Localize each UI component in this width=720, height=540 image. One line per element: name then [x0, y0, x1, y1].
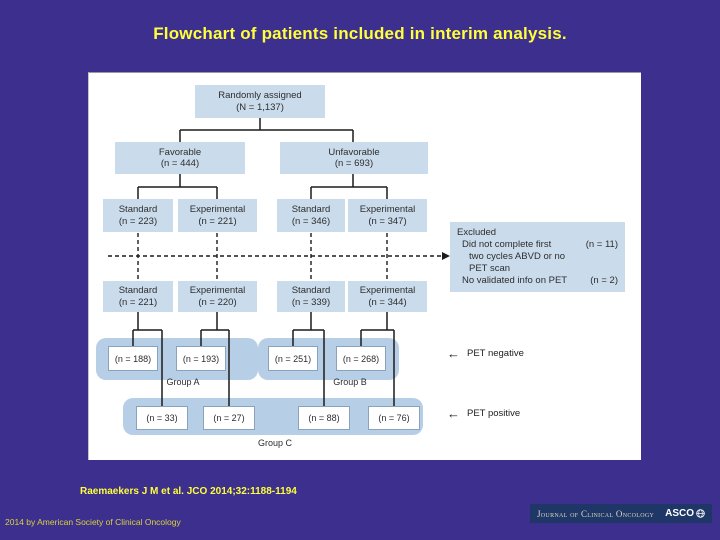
node-count: (n = 339)	[291, 296, 331, 308]
node-favorable: Favorable (n = 444)	[115, 142, 245, 174]
node-fav-standard: Standard (n = 223)	[103, 199, 173, 232]
excluded-reason2: No validated info on PET	[462, 275, 568, 286]
count-value: (n = 33)	[146, 413, 178, 423]
node-label: Experimental	[189, 285, 246, 296]
pet-positive-count-box: (n = 33)	[136, 406, 188, 430]
node-label: Unfavorable	[328, 146, 380, 158]
pet-negative-count-box: (n = 251)	[268, 346, 318, 371]
node-label: Randomly assigned	[218, 90, 302, 101]
excluded-reason2-count: (n = 2)	[590, 275, 618, 286]
copyright-text: 2014 by American Society of Clinical Onc…	[5, 517, 181, 527]
node-label: Experimental	[189, 204, 246, 215]
node-unfav-experimental: Experimental (n = 347)	[348, 199, 427, 232]
pet-negative-annotation: ← PET negative	[447, 345, 524, 361]
node-label: Standard	[291, 285, 331, 296]
asco-label: ASCO	[665, 508, 694, 519]
asco-globe-icon	[696, 509, 705, 518]
excluded-reason1: Did not complete first	[462, 239, 552, 250]
node-label: Experimental	[359, 204, 416, 215]
pet-negative-label: PET negative	[467, 348, 524, 359]
journal-logo-bar: Journal of Clinical Oncology ASCO	[530, 504, 712, 523]
count-value: (n = 251)	[274, 353, 312, 364]
pet-negative-count-box: (n = 188)	[108, 346, 158, 371]
node-fav-experimental-after-pet: Experimental (n = 220)	[178, 281, 257, 312]
node-count: (n = 346)	[291, 215, 331, 227]
left-arrow-icon: ←	[447, 345, 460, 361]
node-label: Standard	[118, 285, 158, 296]
count-value: (n = 268)	[342, 353, 380, 364]
node-count: (n = 444)	[160, 158, 200, 169]
node-count: (n = 693)	[334, 158, 374, 169]
pet-positive-count-box: (n = 88)	[298, 406, 350, 430]
pet-negative-count-box: (n = 193)	[176, 346, 226, 371]
node-count: (n = 344)	[368, 296, 407, 308]
excluded-reason1-line3: PET scan	[469, 263, 511, 274]
group-b-label: Group B	[333, 377, 367, 387]
node-label: Favorable	[158, 146, 202, 158]
node-unfav-experimental-after-pet: Experimental (n = 344)	[348, 281, 427, 312]
node-excluded: Excluded Did not complete first (n = 11)…	[450, 222, 625, 292]
excluded-reason-row: No validated info on PET (n = 2)	[457, 275, 618, 287]
count-value: (n = 88)	[308, 413, 340, 423]
node-fav-standard-after-pet: Standard (n = 221)	[103, 281, 173, 312]
group-a-label: Group A	[166, 377, 200, 387]
node-count: (n = 223)	[118, 215, 158, 227]
count-value: (n = 76)	[378, 413, 410, 423]
node-label: Experimental	[359, 285, 416, 296]
pet-negative-count-box: (n = 268)	[336, 346, 386, 371]
count-value: (n = 188)	[114, 353, 152, 364]
node-count: (n = 347)	[368, 215, 407, 227]
node-unfav-standard-after-pet: Standard (n = 339)	[277, 281, 345, 312]
excluded-reason1-count: (n = 11)	[585, 239, 618, 250]
page-title: Flowchart of patients included in interi…	[153, 24, 567, 43]
node-randomly-assigned: Randomly assigned (N = 1,137)	[195, 85, 325, 118]
excluded-reason-row: Did not complete first (n = 11)	[457, 239, 618, 251]
excluded-reason1-line2: two cycles ABVD or no	[469, 251, 566, 262]
node-fav-experimental: Experimental (n = 221)	[178, 199, 257, 232]
node-count: (n = 221)	[198, 215, 237, 227]
pet-positive-label: PET positive	[467, 408, 521, 419]
asco-logo: ASCO	[665, 508, 705, 519]
node-unfav-standard: Standard (n = 346)	[277, 199, 345, 232]
node-count: (N = 1,137)	[236, 101, 284, 113]
pet-positive-annotation: ← PET positive	[447, 405, 521, 421]
node-label: Standard	[118, 204, 158, 215]
group-c-label: Group C	[257, 438, 292, 448]
excluded-title: Excluded	[457, 227, 497, 238]
citation-text: Raemaekers J M et al. JCO 2014;32:1188-1…	[80, 486, 297, 497]
count-value: (n = 27)	[213, 413, 245, 423]
journal-name: Journal of Clinical Oncology	[537, 508, 655, 519]
count-value: (n = 193)	[182, 353, 220, 364]
node-label: Standard	[291, 204, 331, 215]
node-unfavorable: Unfavorable (n = 693)	[280, 142, 428, 174]
pet-positive-count-box: (n = 76)	[368, 406, 420, 430]
pet-positive-count-box: (n = 27)	[203, 406, 255, 430]
node-count: (n = 220)	[198, 296, 237, 308]
left-arrow-icon: ←	[447, 405, 460, 421]
node-count: (n = 221)	[118, 296, 158, 308]
